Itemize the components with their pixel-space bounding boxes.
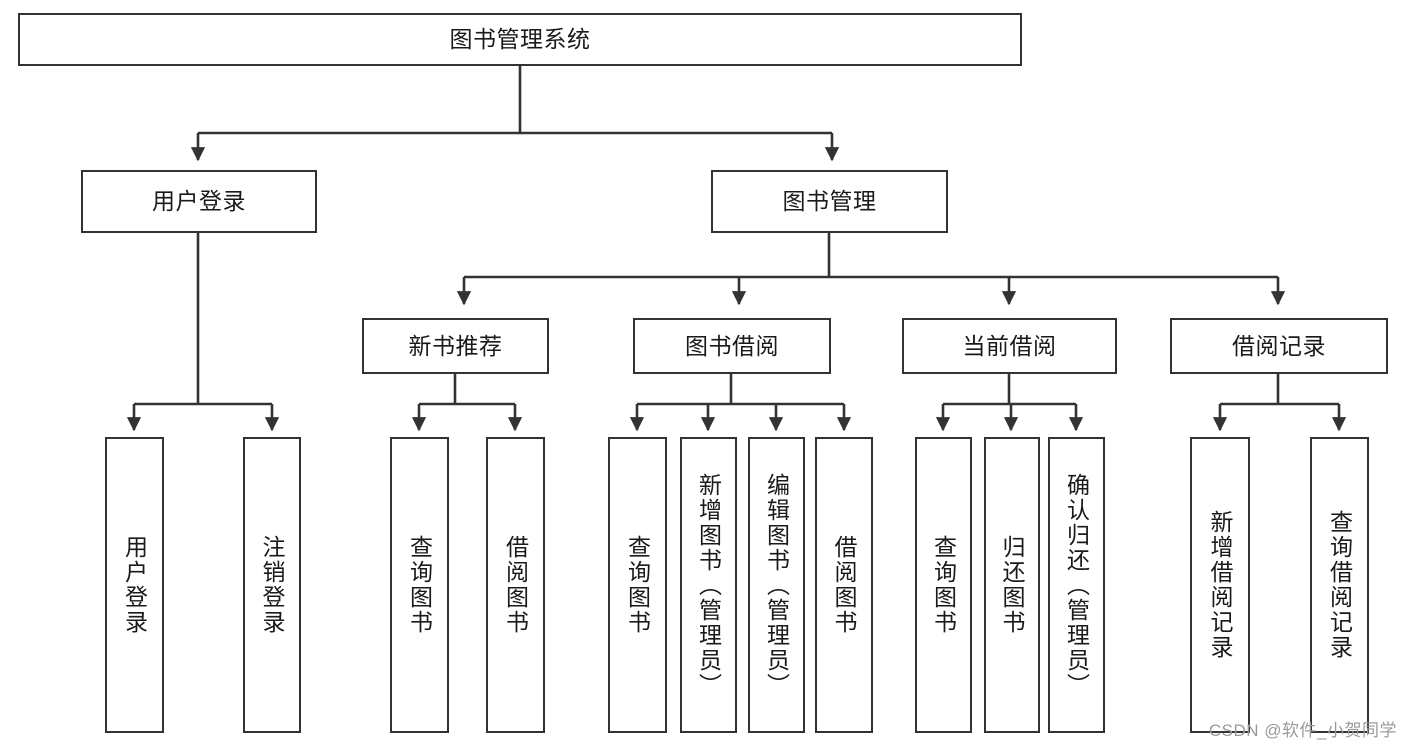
leaf-query-book-current-label: 查询图书 (930, 535, 957, 635)
watermark-text: CSDN @软件_小贺同学 (1208, 721, 1397, 740)
leaf-query-borrow-record-label: 查询借阅记录 (1326, 510, 1353, 660)
node-book-borrow[interactable]: 图书借阅 (633, 318, 831, 374)
node-current-borrow[interactable]: 当前借阅 (902, 318, 1117, 374)
leaf-query-book-borrow[interactable]: 查询图书 (608, 437, 667, 733)
leaf-query-borrow-record[interactable]: 查询借阅记录 (1310, 437, 1369, 733)
leaf-return-book-label: 归还图书 (999, 535, 1026, 635)
leaf-user-login-label: 用户登录 (121, 535, 148, 635)
leaf-query-book-recommend-label: 查询图书 (406, 535, 433, 635)
node-user-login[interactable]: 用户登录 (81, 170, 317, 233)
node-root-label: 图书管理系统 (449, 26, 591, 52)
leaf-return-book[interactable]: 归还图书 (984, 437, 1040, 733)
leaf-edit-book-admin[interactable]: 编辑图书（管理员） (748, 437, 805, 733)
node-borrow-record[interactable]: 借阅记录 (1170, 318, 1388, 374)
node-new-book-recommend[interactable]: 新书推荐 (362, 318, 549, 374)
leaf-query-book-borrow-label: 查询图书 (624, 535, 651, 635)
node-book-borrow-label: 图书借阅 (685, 332, 779, 359)
leaf-add-book-admin[interactable]: 新增图书（管理员） (680, 437, 737, 733)
leaf-add-book-admin-label: 新增图书（管理员） (695, 472, 722, 698)
node-new-book-recommend-label: 新书推荐 (408, 332, 503, 359)
leaf-borrow-book-label: 借阅图书 (831, 535, 858, 635)
leaf-query-book-recommend[interactable]: 查询图书 (390, 437, 449, 733)
leaf-borrow-book-recommend-label: 借阅图书 (502, 535, 529, 635)
leaf-borrow-book[interactable]: 借阅图书 (815, 437, 873, 733)
node-current-borrow-label: 当前借阅 (962, 332, 1057, 359)
leaf-logout-label: 注销登录 (259, 535, 286, 635)
node-borrow-record-label: 借阅记录 (1232, 332, 1326, 359)
leaf-query-book-current[interactable]: 查询图书 (915, 437, 972, 733)
leaf-confirm-return-admin-label: 确认归还（管理员） (1063, 472, 1090, 698)
leaf-confirm-return-admin[interactable]: 确认归还（管理员） (1048, 437, 1105, 733)
node-user-login-label: 用户登录 (152, 188, 246, 214)
node-root[interactable]: 图书管理系统 (18, 13, 1022, 66)
node-book-management[interactable]: 图书管理 (711, 170, 948, 233)
leaf-user-login[interactable]: 用户登录 (105, 437, 164, 733)
leaf-add-borrow-record[interactable]: 新增借阅记录 (1190, 437, 1250, 733)
leaf-add-borrow-record-label: 新增借阅记录 (1207, 510, 1234, 660)
leaf-borrow-book-recommend[interactable]: 借阅图书 (486, 437, 545, 733)
leaf-logout[interactable]: 注销登录 (243, 437, 301, 733)
leaf-edit-book-admin-label: 编辑图书（管理员） (763, 472, 790, 698)
node-book-management-label: 图书管理 (782, 188, 877, 214)
